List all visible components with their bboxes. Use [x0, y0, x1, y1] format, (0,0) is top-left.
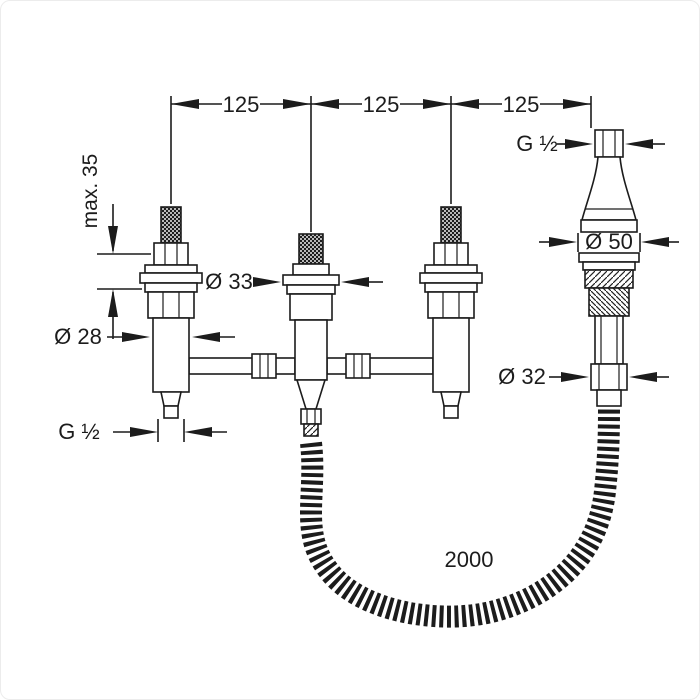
arrowhead	[451, 99, 479, 109]
pipe-right	[326, 357, 434, 375]
tailpiece-thread	[163, 405, 179, 419]
dia50-dimension: Ø 50	[539, 229, 679, 254]
dimension-label-125-2: 125	[363, 92, 400, 117]
corrugated-hose	[300, 407, 620, 628]
cone-base	[580, 219, 638, 233]
arrowhead	[253, 277, 281, 287]
dimension-label-dia32: Ø 32	[498, 364, 546, 389]
threaded-nipple	[303, 423, 319, 437]
washer	[144, 264, 198, 274]
hose-stub	[596, 389, 622, 407]
right-valve	[419, 206, 483, 419]
dimension-label-dia50: Ø 50	[585, 229, 633, 254]
outlet-taper	[295, 379, 327, 410]
spindle-nut	[433, 242, 469, 266]
dia32-dimension: Ø 32	[498, 364, 669, 389]
arrowhead	[549, 237, 577, 247]
top-dimension-chain: 125 125 125	[170, 92, 592, 232]
hose-coupling	[590, 363, 628, 391]
arrowhead	[192, 332, 220, 342]
arrowhead	[561, 372, 589, 382]
arrowhead	[629, 372, 657, 382]
threaded-body-upper	[584, 269, 634, 289]
escutcheon	[282, 274, 340, 286]
dimension-label-125-3: 125	[503, 92, 540, 117]
dimension-label-dia33: Ø 33	[205, 269, 253, 294]
arrowhead	[565, 139, 593, 149]
tailpiece-thread	[443, 405, 459, 419]
arrowhead	[171, 99, 199, 109]
valve-spindle	[440, 206, 462, 244]
arrowhead	[563, 99, 591, 109]
coupling-nut-left	[251, 353, 277, 379]
arrowhead	[311, 99, 339, 109]
arrowhead	[283, 99, 311, 109]
arrowhead	[130, 427, 158, 437]
collar	[292, 263, 330, 276]
mounting-nut	[147, 291, 195, 319]
escutcheon	[578, 252, 640, 263]
max35-dimension: max. 35	[79, 154, 151, 339]
valve-spindle	[160, 206, 182, 244]
flexible-hose: 2000	[300, 407, 620, 628]
dia33-dimension: Ø 33	[205, 269, 383, 294]
hose-length-label: 2000	[445, 547, 494, 572]
tailpiece-taper	[160, 391, 182, 407]
dia28-dimension: Ø 28	[54, 324, 235, 349]
escutcheon	[582, 261, 636, 271]
dimension-label-ghalf-right: G ½	[516, 131, 558, 156]
tailpiece-taper	[440, 391, 462, 407]
valve-body	[152, 317, 190, 393]
arrowhead	[625, 139, 653, 149]
escutcheon	[424, 282, 478, 293]
washer	[424, 264, 478, 274]
pipe-left	[188, 357, 296, 375]
valve-body	[294, 319, 328, 381]
coupling-nut-right	[345, 353, 371, 379]
valve-spindle	[298, 233, 324, 265]
ghalf-left-dimension: G ½	[58, 419, 227, 444]
spindle-nut	[153, 242, 189, 266]
arrowhead	[641, 237, 669, 247]
dimension-label-max35: max. 35	[79, 154, 102, 229]
dimension-label-ghalf-left: G ½	[58, 419, 100, 444]
arrowhead	[184, 427, 212, 437]
escutcheon	[419, 272, 483, 284]
thread-stub	[594, 129, 624, 158]
handle-cone	[580, 156, 638, 221]
arrowhead	[122, 332, 150, 342]
dimension-label-125-1: 125	[223, 92, 260, 117]
hex-adapter	[300, 408, 322, 425]
arrowhead	[423, 99, 451, 109]
escutcheon	[144, 282, 198, 293]
arrowhead	[341, 277, 369, 287]
escutcheon	[139, 272, 203, 284]
arrowhead	[108, 226, 118, 254]
ghalf-right-dimension: G ½	[516, 131, 665, 156]
mounting-nut	[427, 291, 475, 319]
left-valve	[139, 206, 203, 419]
lower-tube	[594, 315, 624, 365]
valve-body	[432, 317, 470, 393]
upper-body	[289, 293, 333, 321]
center-valve	[282, 233, 340, 437]
threaded-body-lower	[588, 287, 630, 317]
right-unit	[578, 129, 640, 407]
escutcheon	[286, 284, 336, 295]
arrowhead	[108, 289, 118, 317]
dimension-label-dia28: Ø 28	[54, 324, 102, 349]
